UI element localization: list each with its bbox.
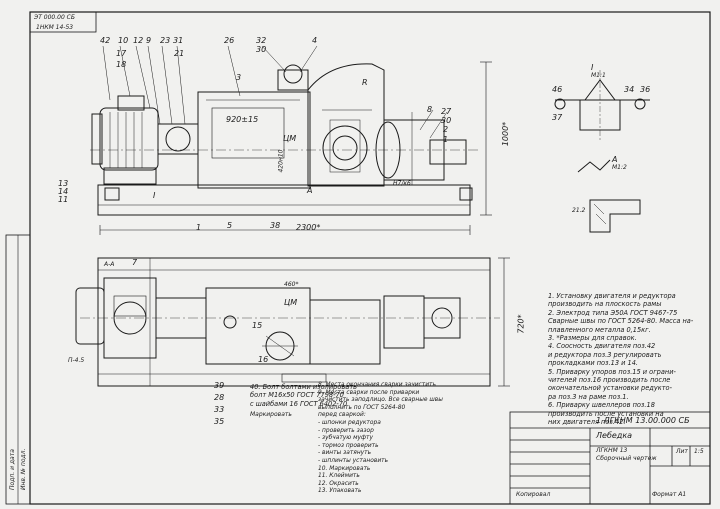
sheet-scale: 1:5 [694, 448, 704, 455]
plan-label: П-4.5 [68, 357, 85, 364]
callout: 31 [173, 36, 184, 45]
marking-note: Маркировать [250, 411, 292, 418]
format-label: Формат А1 [652, 491, 687, 498]
callout: 39 [214, 381, 225, 390]
plan-label: А-А [104, 261, 115, 268]
weld-size: 21.2 [572, 207, 586, 214]
callout: 21 [174, 49, 185, 58]
sheet-letter: Лит [676, 448, 688, 455]
callout: 18 [116, 60, 127, 69]
dimension-label: 720* [516, 314, 526, 334]
callout: 14 [58, 187, 69, 196]
corner-subcode: 1НКМ 14-53 [36, 24, 74, 31]
callout: 2 [443, 125, 449, 134]
callout: 37 [552, 113, 563, 122]
callout: 3 [236, 73, 242, 82]
fastener-note: 40. Болт болтами изолировать болт М16x50… [250, 383, 358, 408]
callout: 36 [640, 85, 651, 94]
callout: 30 [441, 116, 452, 125]
dimension-label: 920±15 [226, 115, 259, 124]
document-code: 1 ЛГКНМ 13.00.000 СБ [596, 416, 690, 425]
plan-view [75, 257, 510, 387]
callout: 30 [256, 45, 267, 54]
callout: 13 [58, 179, 69, 188]
section-title: I [591, 63, 594, 72]
technical-requirements: 1. Установку двигателя и редуктора произ… [548, 292, 694, 427]
front-view [90, 45, 492, 235]
callout: 28 [214, 393, 225, 402]
corner-stamp [29, 11, 97, 33]
callout: 5 [227, 221, 233, 230]
section-detail [554, 70, 650, 233]
callout: 26 [224, 36, 235, 45]
copy-label: Копировал [516, 491, 551, 498]
corner-code: ЭТ 000.00 СБ [34, 14, 75, 21]
callout: 23 [160, 36, 171, 45]
callout: 1 [196, 223, 202, 232]
callout: 1 [443, 135, 449, 144]
product-code: ЛГКНМ 13 [596, 447, 628, 454]
callout: 11 [58, 195, 69, 204]
callout: 42 [100, 36, 111, 45]
dimension-label: 1000* [501, 121, 511, 147]
callout: 4 [312, 36, 318, 45]
callout: 7 [132, 258, 138, 267]
section-mark: I [153, 191, 156, 200]
callout: 32 [256, 36, 267, 45]
callout: 9 [146, 36, 152, 45]
weld-notes: 8. Места окончания сварки зачистить 9. М… [318, 382, 443, 495]
dimension-label: R [362, 78, 368, 87]
callout: 27 [441, 107, 452, 116]
center-mark-label: ЦМ [284, 298, 298, 307]
callout: 34 [624, 85, 635, 94]
callout: 38 [270, 221, 281, 230]
dimension-label: 460* [284, 281, 299, 288]
callout: 46 [552, 85, 563, 94]
callout: 35 [214, 417, 225, 426]
dimension-label: 420н10 [277, 149, 285, 173]
callout: 10 [118, 36, 129, 45]
left-stamp-text-b: Инв. № подл. [20, 448, 27, 490]
section-title: А [612, 155, 618, 164]
section-scale: М1:2 [612, 164, 627, 171]
callout: 16 [258, 355, 269, 364]
product-name: Лебедка [596, 431, 633, 440]
dimension-label: 2300* [296, 223, 321, 232]
drawing-type: Сборочный чертеж [596, 455, 657, 462]
callout: 15 [252, 321, 263, 330]
center-mark-label: ЦМ [283, 134, 297, 143]
callout: 33 [214, 405, 225, 414]
callout: 17 [116, 49, 127, 58]
title-block [281, 373, 711, 505]
left-stamp-text-a: Подп. и дата [9, 449, 16, 490]
callout: 8 [427, 105, 433, 114]
fit-label: Н7/к6 [393, 180, 411, 187]
section-mark: А [307, 186, 313, 195]
section-scale: М1:1 [591, 72, 606, 79]
callout: 12 [133, 36, 144, 45]
